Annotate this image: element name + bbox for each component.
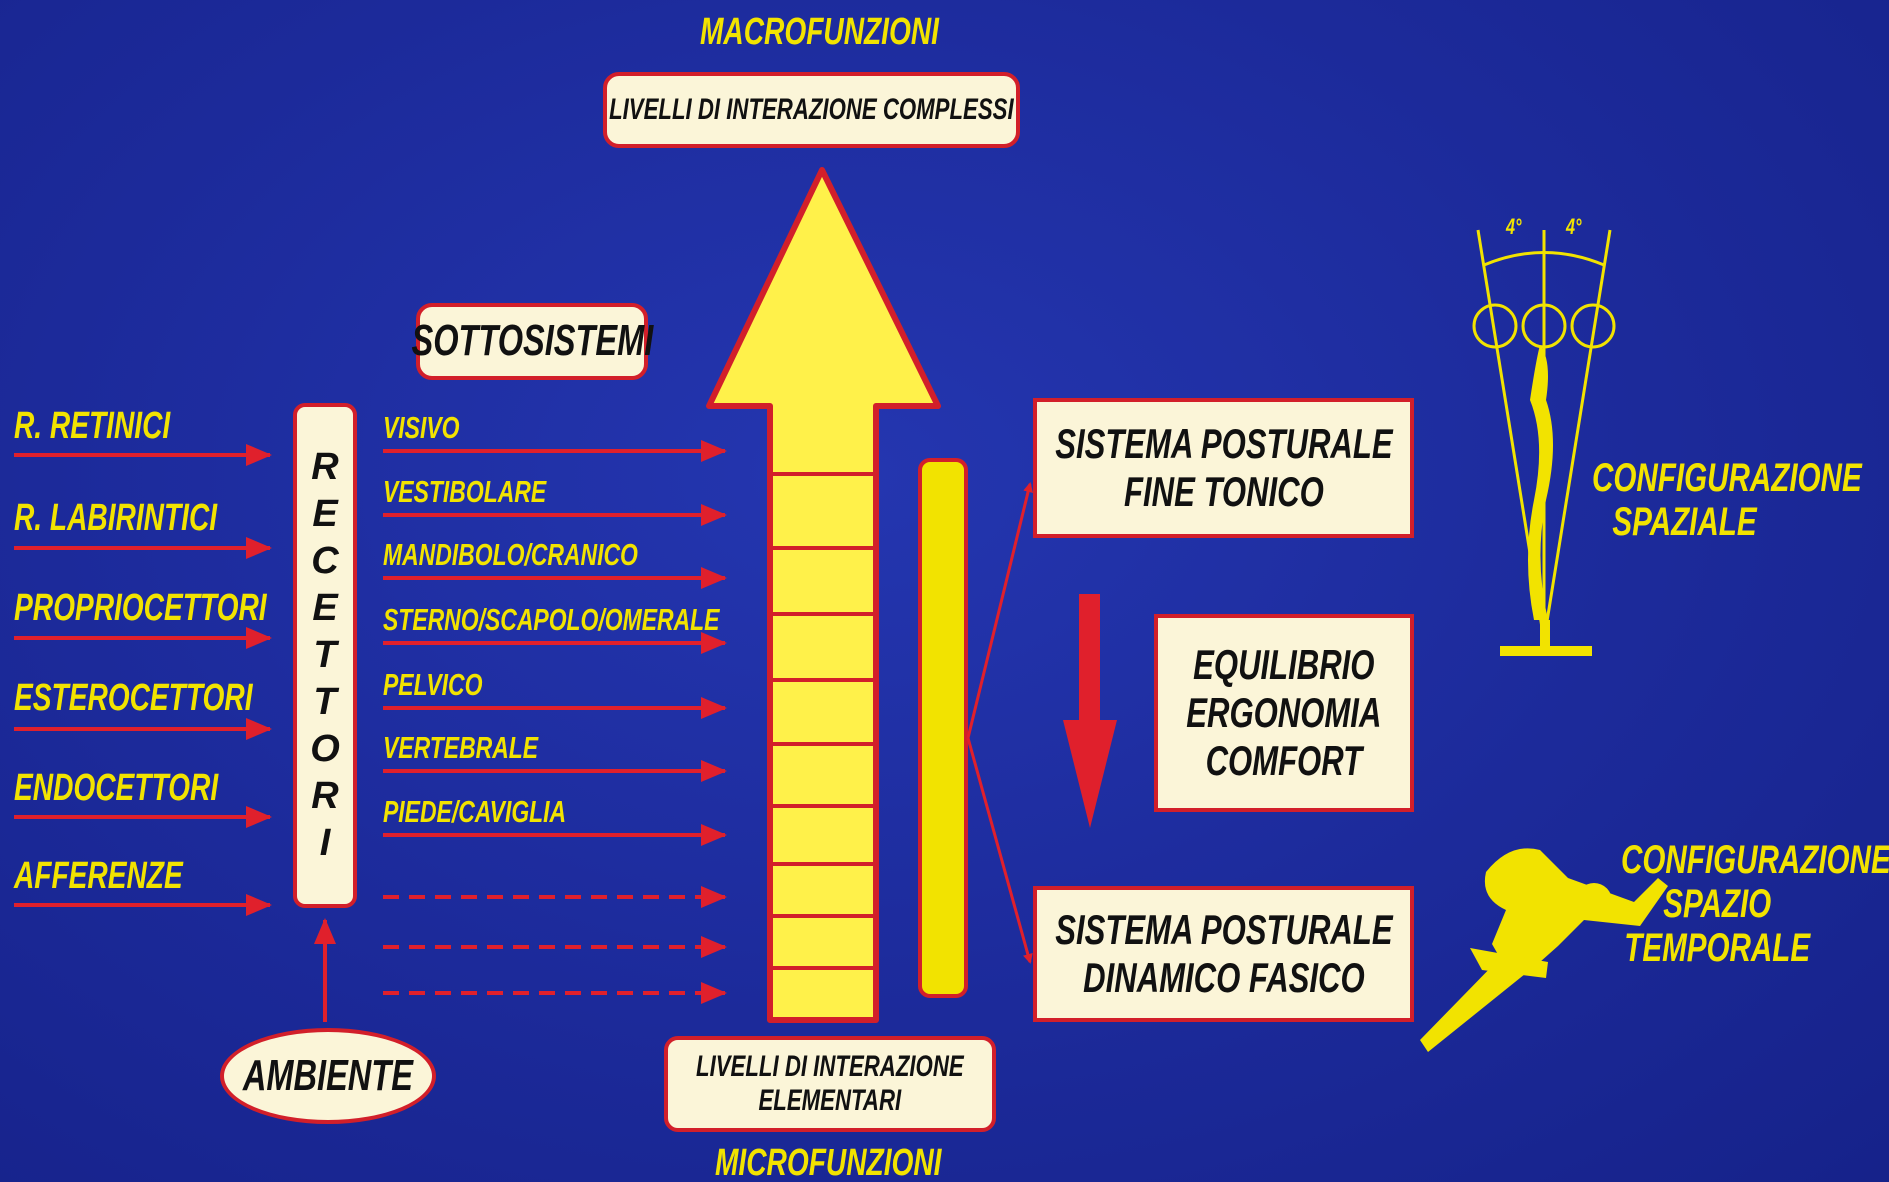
microfunctions-label: MICROFUNZIONI	[715, 1142, 942, 1182]
dynamic-phasic-text: SISTEMA POSTURALE DINAMICO FASICO	[1055, 906, 1392, 1003]
upward-arrow-icon	[706, 167, 941, 1023]
down-arrow-icon	[1063, 594, 1117, 828]
branch-arrow-down	[966, 737, 1033, 964]
spatiotemporal-config-label: CONFIGURAZIONE SPAZIO TEMPORALE	[1621, 838, 1889, 970]
subsystem-label: PIEDE/CAVIGLIA	[383, 794, 567, 829]
spatial-config-label: CONFIGURAZIONE SPAZIALE	[1592, 456, 1862, 544]
subsystem-label: VESTIBOLARE	[383, 474, 547, 509]
receptors-letter: E	[312, 493, 338, 535]
spatiotemporal-config-line: TEMPORALE	[1624, 926, 1811, 970]
branch-arrows	[966, 482, 1033, 964]
receptors-letter: T	[313, 681, 337, 723]
complex-levels-box: LIVELLI DI INTERAZIONE COMPLESSI	[603, 72, 1020, 148]
spatiotemporal-config-line: SPAZIO	[1663, 882, 1772, 926]
balance-box: EQUILIBRIO ERGONOMIA COMFORT	[1154, 614, 1414, 812]
spatiotemporal-config-line: CONFIGURAZIONE	[1621, 838, 1889, 882]
balance-text: EQUILIBRIO ERGONOMIA COMFORT	[1186, 641, 1381, 786]
subsystem-arrows	[383, 440, 727, 846]
balance-line: EQUILIBRIO	[1193, 640, 1375, 688]
fine-tonic-box: SISTEMA POSTURALE FINE TONICO	[1033, 398, 1414, 538]
runner-icon	[1420, 848, 1668, 1052]
receptors-letter: T	[313, 634, 337, 676]
dynamic-phasic-box: SISTEMA POSTURALE DINAMICO FASICO	[1033, 886, 1414, 1022]
receptors-letter: I	[319, 822, 331, 864]
receptors-letter: E	[312, 587, 338, 629]
elementary-levels-text: LIVELLI DI INTERAZIONE ELEMENTARI	[696, 1050, 964, 1119]
receptors-letter: R	[311, 446, 339, 488]
subsystem-label: STERNO/SCAPOLO/OMERALE	[383, 602, 720, 637]
subsystem-label: VERTEBRALE	[383, 730, 539, 765]
receptors-letter: O	[310, 728, 340, 770]
receptors-letter: R	[311, 775, 339, 817]
subsystem-label: VISIVO	[383, 410, 460, 445]
input-label: R. RETINICI	[14, 405, 171, 447]
angle-left-label: 4°	[1506, 214, 1522, 239]
input-label: R. LABIRINTICI	[14, 497, 218, 539]
balance-line: COMFORT	[1205, 737, 1363, 785]
branch-arrow-up	[966, 482, 1033, 739]
dynamic-phasic-line: DINAMICO FASICO	[1082, 954, 1365, 1001]
dashed-arrows	[383, 886, 727, 1004]
input-label: PROPRIOCETTORI	[14, 587, 267, 629]
elementary-line: ELEMENTARI	[758, 1084, 902, 1117]
fine-tonic-line: SISTEMA POSTURALE	[1054, 419, 1393, 467]
receptors-letter: C	[311, 540, 339, 582]
subsystem-label: PELVICO	[383, 667, 483, 702]
input-label: AFFERENZE	[14, 855, 183, 897]
input-label: ENDOCETTORI	[14, 767, 219, 809]
yellow-bar	[918, 458, 968, 998]
input-arrows	[14, 444, 272, 916]
subsystem-label: MANDIBOLO/CRANICO	[383, 537, 638, 572]
balance-line: ERGONOMIA	[1186, 688, 1382, 736]
subsystems-title: SOTTOSISTEMI	[411, 316, 653, 366]
fine-tonic-text: SISTEMA POSTURALE FINE TONICO	[1055, 420, 1392, 517]
spatial-config-line: CONFIGURAZIONE	[1592, 456, 1862, 500]
environment-ellipse: AMBIENTE	[220, 1028, 436, 1124]
dynamic-phasic-line: SISTEMA POSTURALE	[1054, 905, 1393, 953]
angle-right-label: 4°	[1566, 214, 1582, 239]
input-label: ESTEROCETTORI	[14, 677, 253, 719]
environment-text: AMBIENTE	[242, 1051, 414, 1100]
subsystems-title-box: SOTTOSISTEMI	[411, 303, 653, 380]
complex-levels-text: LIVELLI DI INTERAZIONE COMPLESSI	[609, 92, 1014, 126]
macrofunctions-label: MACROFUNZIONI	[700, 11, 939, 53]
spatial-config-line: SPAZIALE	[1612, 500, 1757, 544]
receptors-column: R E C E T T O R I	[293, 403, 357, 908]
fine-tonic-line: FINE TONICO	[1123, 468, 1324, 515]
elementary-levels-box: LIVELLI DI INTERAZIONE ELEMENTARI	[664, 1036, 996, 1132]
standing-figure-icon	[1472, 229, 1616, 656]
elementary-line: LIVELLI DI INTERAZIONE	[696, 1049, 964, 1083]
